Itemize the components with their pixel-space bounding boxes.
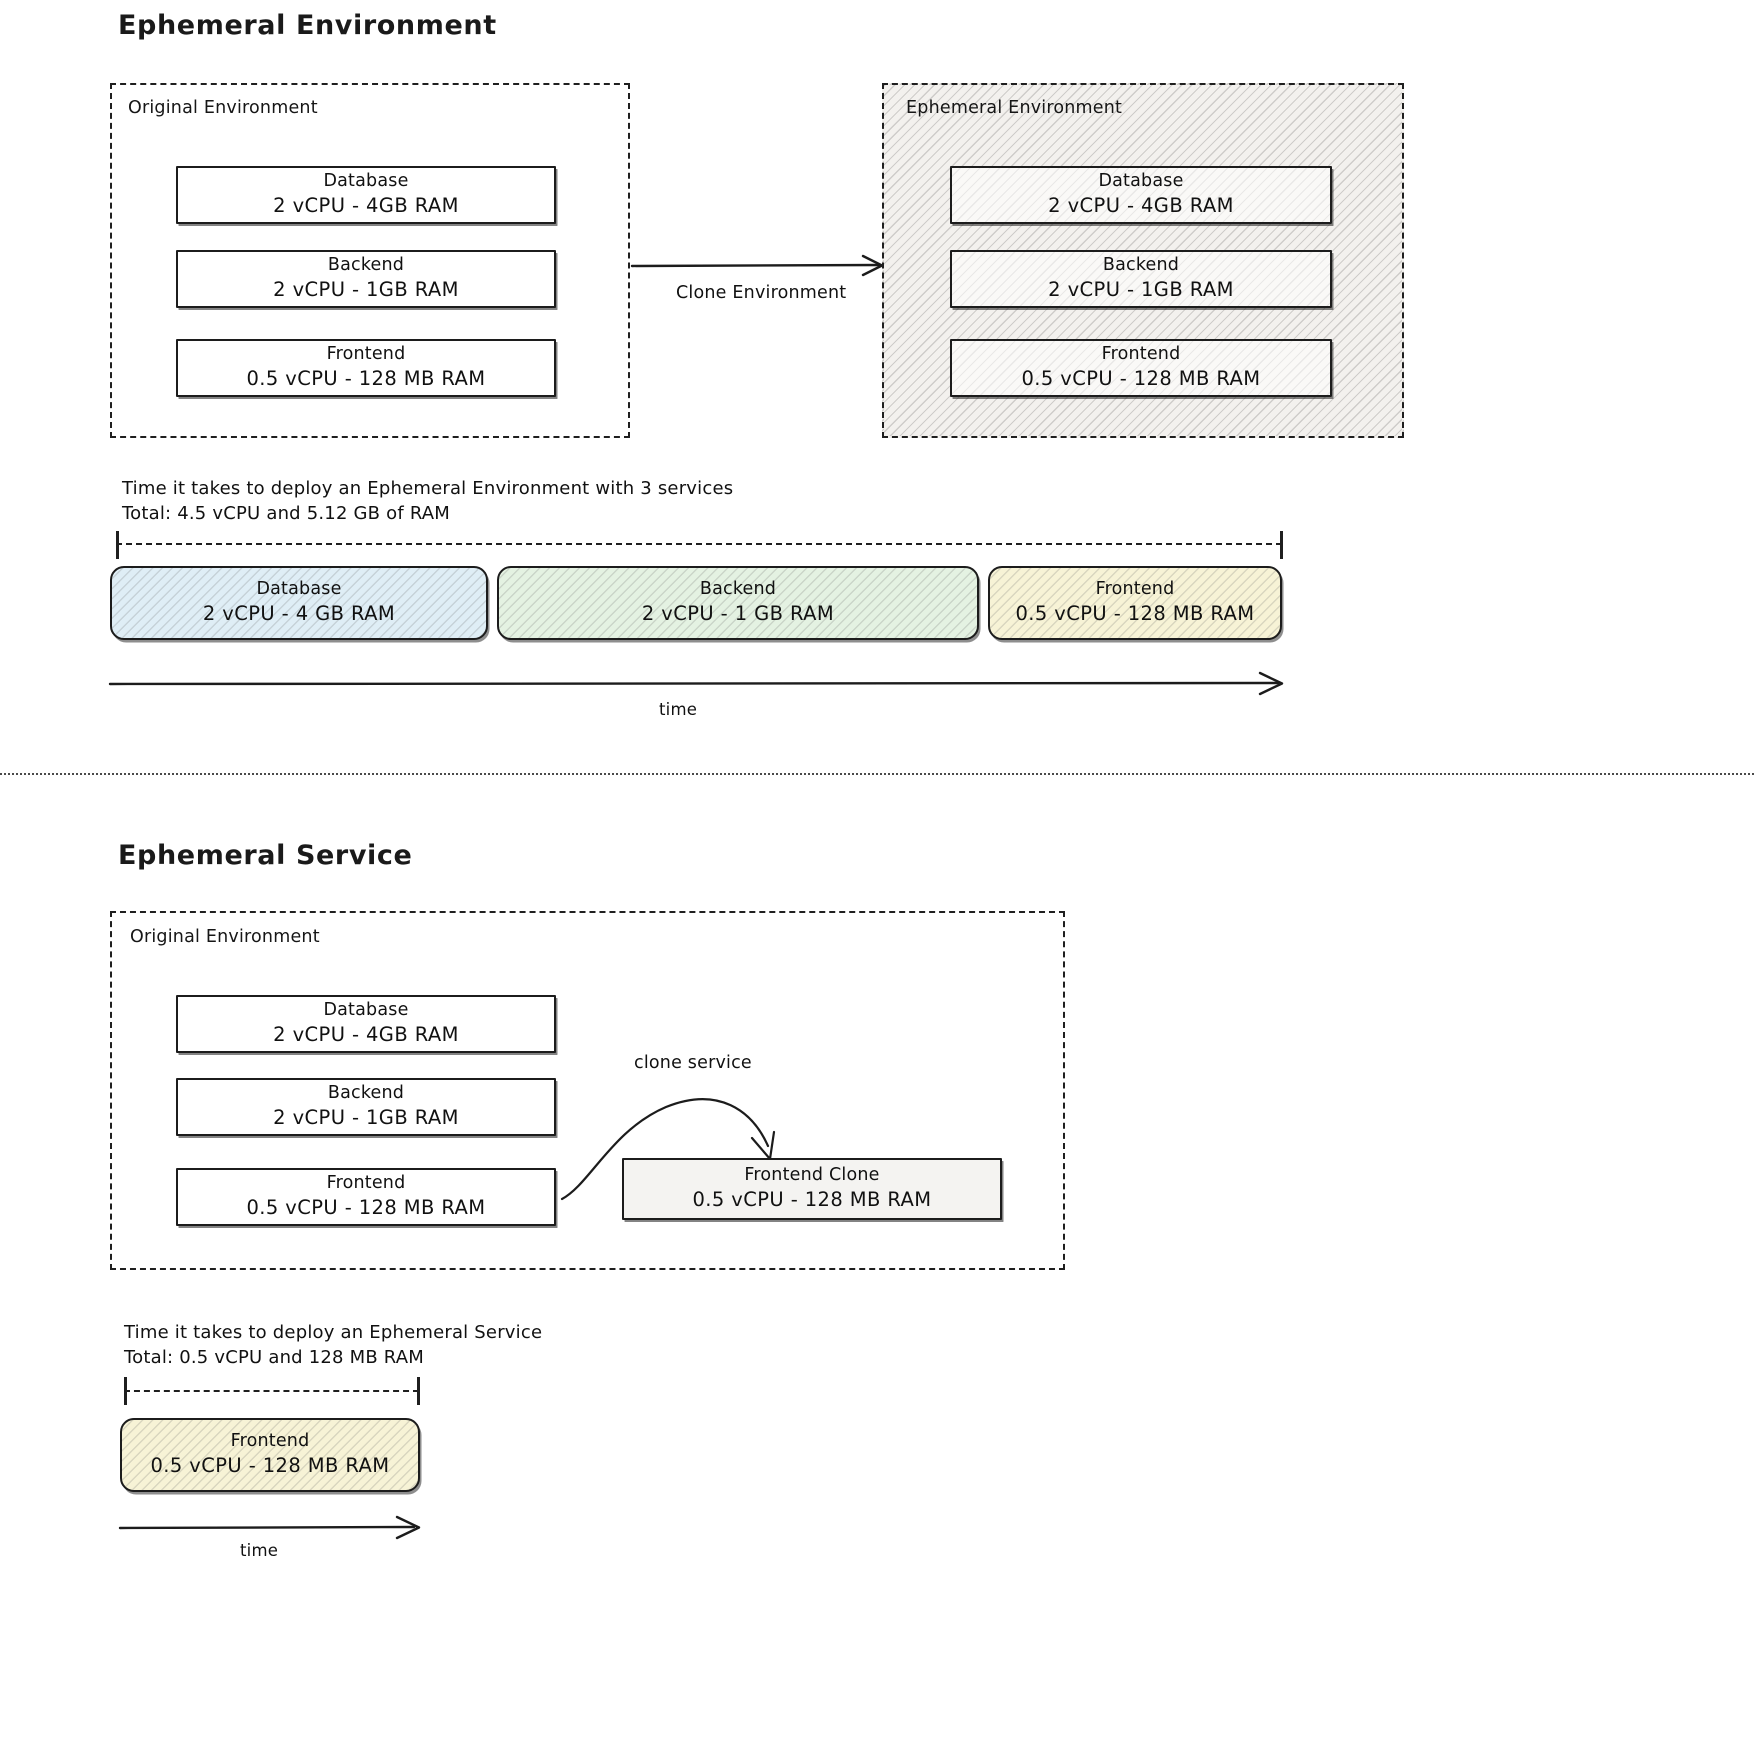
service-spec: 2 vCPU - 4GB RAM bbox=[273, 194, 459, 218]
service-name: Frontend bbox=[1101, 344, 1181, 365]
timeline-caption-line2-2: Total: 0.5 vCPU and 128 MB RAM bbox=[124, 1347, 425, 1368]
timeline-bar-spec: 0.5 vCPU - 128 MB RAM bbox=[150, 1454, 390, 1478]
time-axis-arrow-2 bbox=[118, 1515, 421, 1540]
original-environment-frame-1 bbox=[110, 83, 630, 438]
span-dashed-2 bbox=[124, 1390, 419, 1392]
service-spec: 2 vCPU - 1GB RAM bbox=[273, 1106, 459, 1130]
service-spec: 2 vCPU - 4GB RAM bbox=[1048, 194, 1234, 218]
service-box-backend-clone-1[interactable]: Backend 2 vCPU - 1GB RAM bbox=[950, 250, 1332, 308]
section-title-ephemeral-environment: Ephemeral Environment bbox=[118, 10, 497, 41]
service-spec: 2 vCPU - 4GB RAM bbox=[273, 1023, 459, 1047]
span-cap-left-1 bbox=[116, 531, 119, 559]
span-cap-right-2 bbox=[417, 1377, 420, 1405]
service-box-frontend-clone-1[interactable]: Frontend 0.5 vCPU - 128 MB RAM bbox=[950, 339, 1332, 397]
section-divider bbox=[0, 773, 1754, 775]
service-box-backend-original-1[interactable]: Backend 2 vCPU - 1GB RAM bbox=[176, 250, 556, 308]
span-cap-right-1 bbox=[1280, 531, 1283, 559]
service-spec: 0.5 vCPU - 128 MB RAM bbox=[692, 1188, 932, 1212]
clone-environment-arrow bbox=[630, 254, 884, 277]
timeline-caption-line1-1: Time it takes to deploy an Ephemeral Env… bbox=[122, 478, 734, 499]
ephemeral-environment-label: Ephemeral Environment bbox=[906, 98, 1123, 118]
timeline-bar-name: Frontend bbox=[230, 1431, 310, 1452]
service-box-database-original-1[interactable]: Database 2 vCPU - 4GB RAM bbox=[176, 166, 556, 224]
time-axis-label-1: time bbox=[659, 700, 698, 719]
timeline-bar-name: Frontend bbox=[1095, 579, 1175, 600]
service-spec: 0.5 vCPU - 128 MB RAM bbox=[246, 1196, 486, 1220]
service-spec: 0.5 vCPU - 128 MB RAM bbox=[246, 367, 486, 391]
service-box-frontend-clone-2[interactable]: Frontend Clone 0.5 vCPU - 128 MB RAM bbox=[622, 1158, 1002, 1220]
service-name: Database bbox=[323, 1000, 409, 1021]
service-name: Frontend bbox=[326, 1173, 406, 1194]
original-environment-label-2: Original Environment bbox=[130, 927, 320, 947]
service-box-database-original-2[interactable]: Database 2 vCPU - 4GB RAM bbox=[176, 995, 556, 1053]
service-name: Backend bbox=[1102, 255, 1180, 276]
section-title-ephemeral-service: Ephemeral Service bbox=[118, 840, 413, 871]
service-box-backend-original-2[interactable]: Backend 2 vCPU - 1GB RAM bbox=[176, 1078, 556, 1136]
timeline-bar-frontend-2[interactable]: Frontend 0.5 vCPU - 128 MB RAM bbox=[120, 1418, 420, 1492]
service-box-frontend-original-1[interactable]: Frontend 0.5 vCPU - 128 MB RAM bbox=[176, 339, 556, 397]
original-environment-frame-2 bbox=[110, 911, 1065, 1270]
timeline-bar-frontend-1[interactable]: Frontend 0.5 vCPU - 128 MB RAM bbox=[988, 566, 1282, 640]
span-dashed-1 bbox=[116, 543, 1282, 545]
timeline-bar-name: Database bbox=[256, 579, 342, 600]
clone-service-arrow-label: clone service bbox=[634, 1053, 752, 1073]
service-name: Frontend bbox=[326, 344, 406, 365]
timeline-bar-database-1[interactable]: Database 2 vCPU - 4 GB RAM bbox=[110, 566, 488, 640]
service-name: Frontend Clone bbox=[744, 1165, 880, 1186]
service-name: Database bbox=[323, 171, 409, 192]
time-axis-label-2: time bbox=[240, 1541, 279, 1560]
service-spec: 2 vCPU - 1GB RAM bbox=[1048, 278, 1234, 302]
service-name: Database bbox=[1098, 171, 1184, 192]
service-box-frontend-original-2[interactable]: Frontend 0.5 vCPU - 128 MB RAM bbox=[176, 1168, 556, 1226]
timeline-caption-line1-2: Time it takes to deploy an Ephemeral Ser… bbox=[124, 1322, 543, 1343]
service-box-database-clone-1[interactable]: Database 2 vCPU - 4GB RAM bbox=[950, 166, 1332, 224]
timeline-bar-spec: 2 vCPU - 4 GB RAM bbox=[202, 602, 396, 626]
timeline-bar-spec: 0.5 vCPU - 128 MB RAM bbox=[1015, 602, 1255, 626]
timeline-caption-line2-1: Total: 4.5 vCPU and 5.12 GB of RAM bbox=[122, 503, 451, 524]
timeline-bar-name: Backend bbox=[699, 579, 777, 600]
service-name: Backend bbox=[327, 255, 405, 276]
time-axis-arrow-1 bbox=[108, 671, 1284, 696]
service-spec: 0.5 vCPU - 128 MB RAM bbox=[1021, 367, 1261, 391]
service-name: Backend bbox=[327, 1083, 405, 1104]
service-spec: 2 vCPU - 1GB RAM bbox=[273, 278, 459, 302]
timeline-bar-backend-1[interactable]: Backend 2 vCPU - 1 GB RAM bbox=[497, 566, 979, 640]
original-environment-label-1: Original Environment bbox=[128, 98, 318, 118]
timeline-bar-spec: 2 vCPU - 1 GB RAM bbox=[641, 602, 835, 626]
clone-environment-arrow-label: Clone Environment bbox=[676, 283, 847, 303]
